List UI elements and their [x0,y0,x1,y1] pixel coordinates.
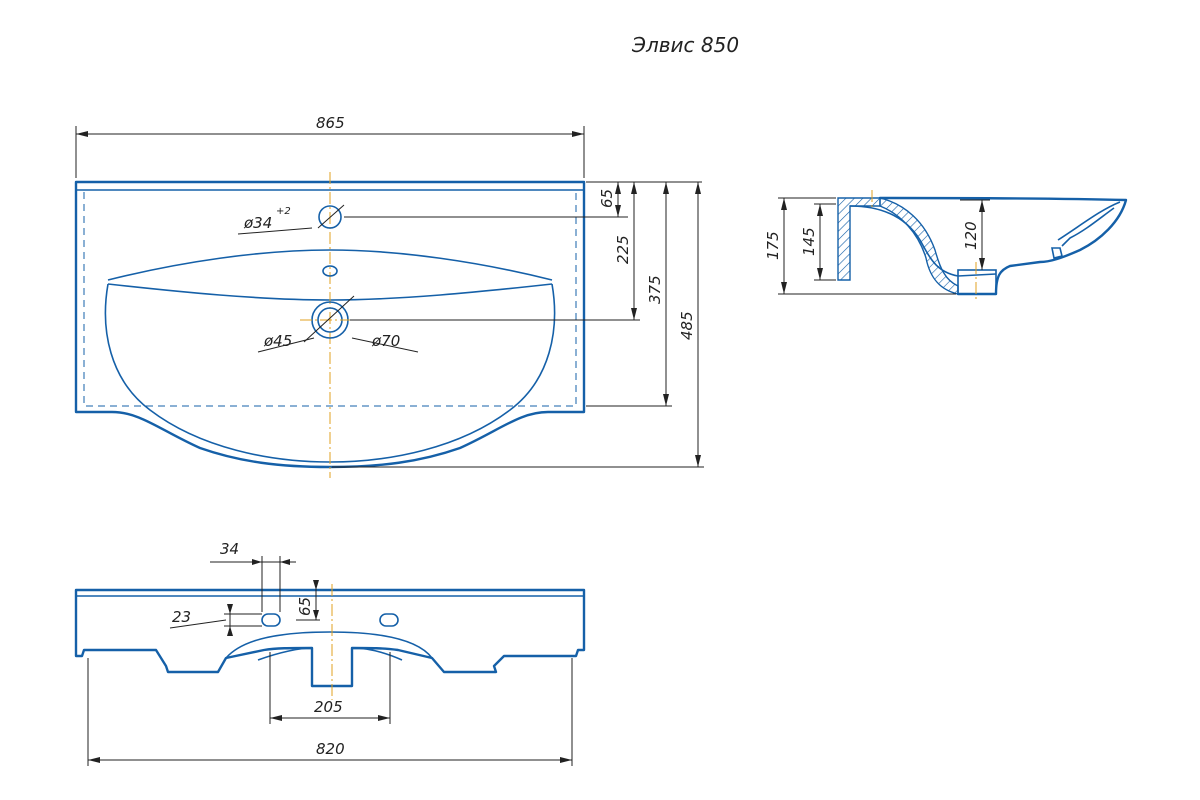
tap-hole [318,205,342,229]
dim-145: 145 [800,227,818,256]
dim-225: 225 [614,235,632,264]
dim-375: 375 [646,275,664,304]
dim-175: 175 [764,231,782,260]
dim-820: 820 [316,740,345,758]
dim-23: 23 [172,608,191,626]
side-view: 175 145 120 [764,190,1128,302]
dim-34: 34 [220,540,239,558]
dim-65: 65 [598,189,616,208]
dim-drain-outer: ø70 [371,332,400,350]
top-view: 865 65 225 375 485 ø34 +2 ø45 [74,114,704,478]
side-view-bowl-inner [849,205,997,277]
dim-width-865: 865 [316,114,345,132]
dim-65-front: 65 [296,597,314,616]
dim-120: 120 [962,221,980,250]
dim-tap-tolerance: +2 [276,206,291,217]
front-view-bowl [225,631,433,659]
dim-drain-inner: ø45 [263,332,292,350]
dim-485: 485 [678,311,696,340]
top-view-bowl-rim [107,249,553,281]
top-view-outline [74,180,586,469]
drawing-title: Элвис 850 [631,33,739,57]
side-view-lip-outer [1051,247,1063,259]
side-view-bowl-section [879,197,959,295]
front-view-slot-left [261,613,281,627]
top-view-hidden-outline [83,192,577,407]
side-view-front-rim [878,196,1128,296]
side-view-lip [1057,201,1121,247]
side-view-back-wall [837,197,881,281]
overflow-hole [322,265,338,277]
front-view-slot-right [379,613,399,627]
front-view: 34 65 23 205 820 [74,540,586,766]
dim-tap-hole: ø34 [243,214,272,232]
front-view-outline [74,588,586,688]
dim-205: 205 [314,698,343,716]
side-view-drain [957,269,997,295]
